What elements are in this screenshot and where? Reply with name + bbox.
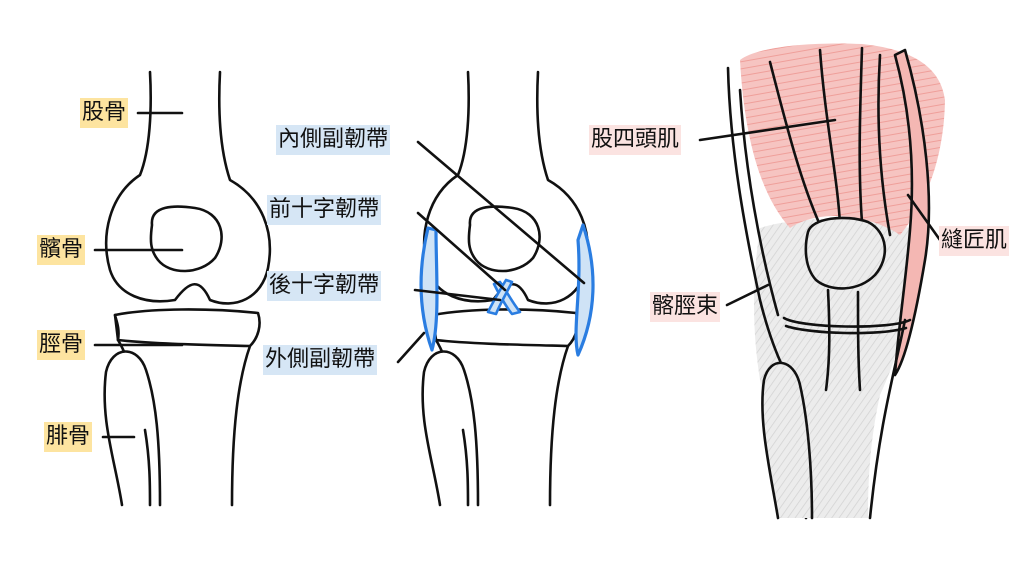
rectus-femoris-line-2	[858, 46, 864, 224]
joint-line-lower	[784, 324, 908, 335]
sartorius-leader	[906, 193, 942, 242]
femur-label: 股骨	[80, 98, 129, 128]
patellar-tendon-right	[856, 290, 862, 392]
joint-line	[782, 316, 912, 328]
ligaments-panel	[396, 70, 595, 507]
lcl-band	[419, 226, 439, 352]
vastus-medialis-line	[877, 53, 892, 237]
patella-outline	[149, 205, 223, 273]
fibula-label: 腓骨	[44, 422, 93, 452]
tibia-label: 脛骨	[37, 330, 86, 360]
mcl-band	[574, 223, 595, 357]
lcl-leader	[396, 331, 426, 364]
tibia-plateau-2	[431, 313, 570, 348]
quadriceps-label: 股四頭肌	[589, 125, 682, 155]
fibula-outline-2	[421, 350, 480, 507]
quadriceps-muscle	[740, 43, 945, 235]
sartorius-muscle	[893, 48, 931, 377]
rectus-femoris-line-1	[818, 48, 842, 227]
it-band-label: 髂脛束	[650, 292, 721, 322]
fibula-inner	[143, 428, 152, 507]
acl-label: 前十字韌帶	[267, 195, 382, 225]
patella-label: 髕骨	[37, 235, 86, 265]
bones-panel	[93, 70, 272, 507]
tibia-right-edge	[868, 318, 907, 520]
mcl-leader	[416, 140, 586, 285]
sartorius-label: 縫匠肌	[939, 226, 1010, 256]
lcl-label: 外側副韌帶	[263, 345, 378, 375]
patella-outline-3	[804, 216, 887, 290]
patellar-tendon-left	[824, 288, 831, 392]
acl-leader	[416, 211, 507, 292]
muscles-panel	[698, 43, 945, 520]
fibula-inner-2	[461, 428, 470, 507]
pcl-label: 後十字韌帶	[267, 271, 382, 301]
pcl-leader	[413, 288, 502, 302]
vastus-lateralis-line	[768, 60, 822, 227]
fibula-outline	[103, 350, 162, 507]
thigh-lateral-line	[738, 88, 780, 317]
fibula-outline-3	[761, 361, 814, 520]
it-band-leader	[725, 283, 770, 307]
femur-outline-2	[422, 70, 590, 305]
mcl-label: 內側副韌帶	[276, 125, 391, 155]
femur-outline	[104, 70, 272, 305]
quadriceps-leader	[698, 118, 837, 142]
